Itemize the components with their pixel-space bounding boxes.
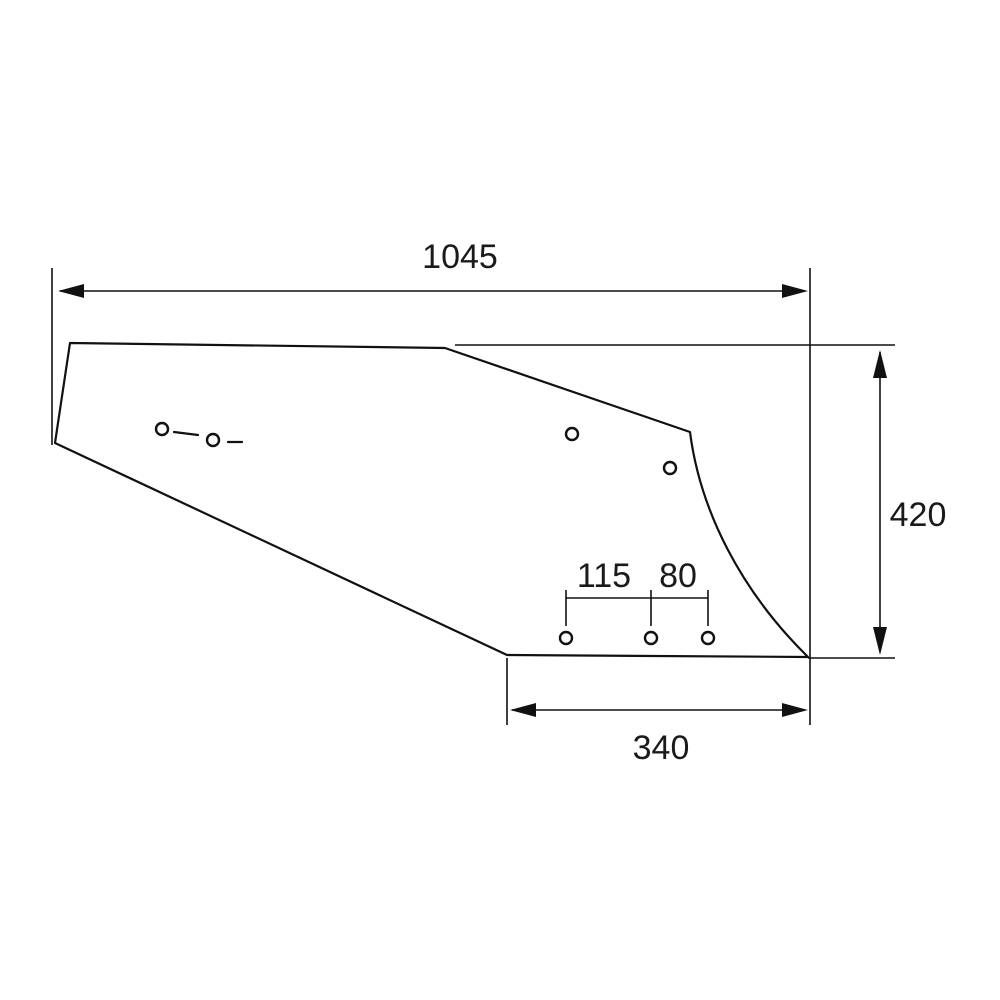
hole: [643, 630, 659, 646]
share-outline: [53, 341, 810, 659]
dimension-overall-length: 1045: [58, 238, 808, 298]
dimension-label-340: 340: [633, 729, 690, 767]
hole: [205, 432, 221, 448]
dimension-height: 420: [873, 350, 946, 655]
hole: [700, 630, 716, 646]
hole: [558, 630, 574, 646]
dimension-hole-spacing: 115 80: [565, 557, 709, 626]
hole: [564, 426, 580, 442]
hole: [662, 460, 678, 476]
dimension-label-1045: 1045: [422, 238, 498, 276]
dimension-label-420: 420: [890, 496, 947, 534]
hole-tick: [172, 430, 200, 437]
dimension-label-80: 80: [659, 557, 697, 595]
dimension-label-115: 115: [577, 557, 631, 595]
dimension-bottom-length: 340: [510, 703, 808, 767]
hole: [154, 421, 170, 437]
